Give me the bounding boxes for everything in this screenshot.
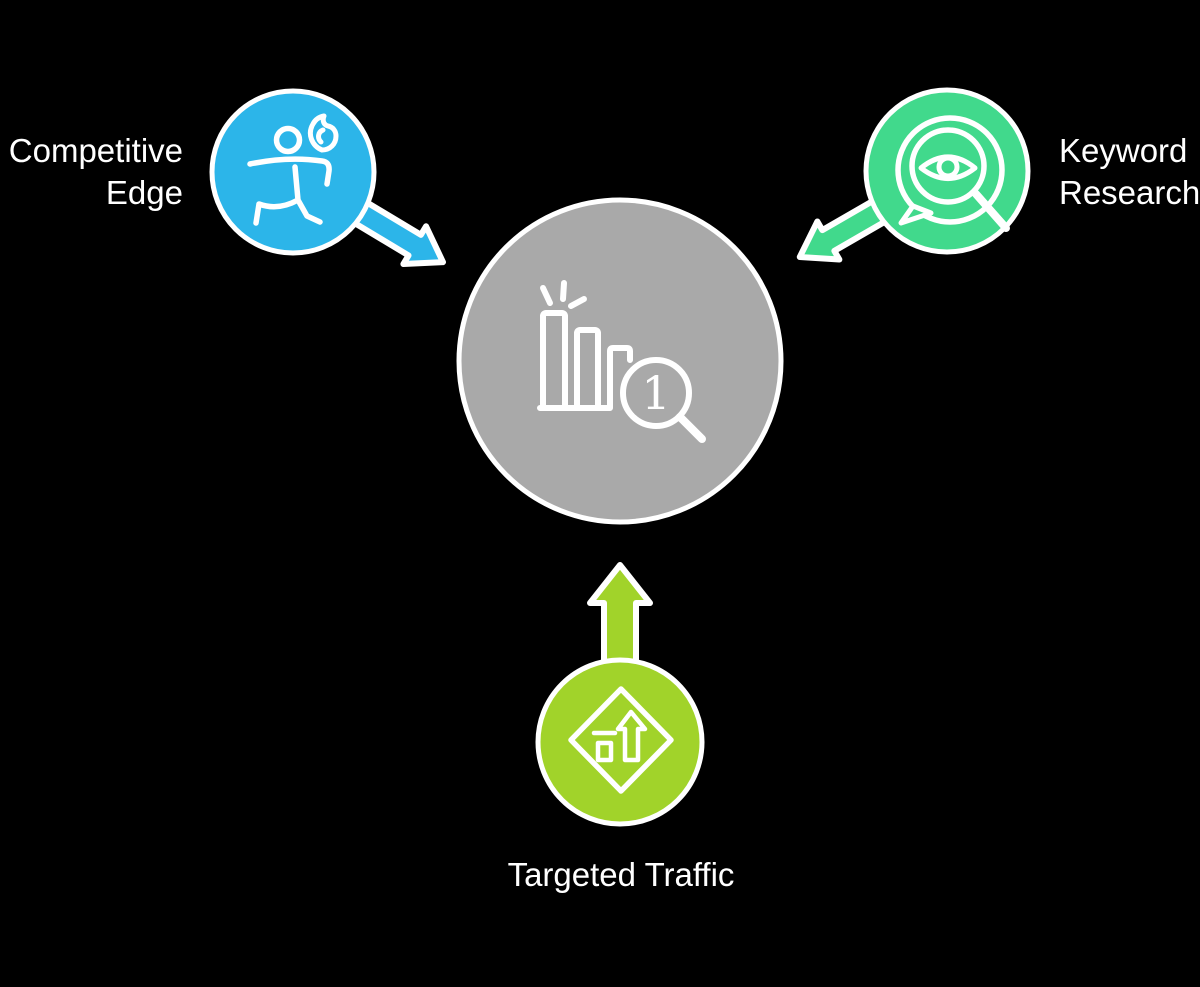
small-bar-icon — [595, 740, 614, 763]
node-targeted-traffic — [535, 657, 705, 827]
node-competitive-edge — [209, 88, 377, 256]
bar-chart-baseline — [537, 345, 633, 411]
rank-1-chart-icon: 1 — [537, 280, 706, 443]
competitive-edge-label-line2: Edge — [106, 174, 183, 211]
magnifier-handle-icon — [676, 413, 706, 443]
labels: Competitive Edge Keyword Research Target… — [9, 132, 1200, 893]
diamond-outline — [568, 686, 674, 794]
center-circle — [456, 197, 784, 525]
lens-circle-icon — [909, 127, 987, 205]
magnifier-lens-icon — [620, 357, 692, 429]
speech-bubble-icon — [895, 115, 1005, 225]
targeted-traffic-circle — [535, 657, 705, 827]
up-arrow-icon — [615, 709, 648, 763]
eye-pupil — [936, 155, 960, 179]
node-center: 1 — [456, 197, 784, 525]
targeted-traffic-label: Targeted Traffic — [508, 856, 735, 893]
competitive-edge-label-line1: Competitive — [9, 132, 183, 169]
speech-bubble-tail — [898, 203, 934, 226]
keyword-research-label-line2: Research — [1059, 174, 1200, 211]
magnifier-handle-icon — [972, 190, 1010, 232]
eye-magnifier-speech-bubble-icon — [895, 115, 1010, 232]
flame-icon — [307, 113, 339, 153]
hurdler-body — [247, 156, 332, 226]
hurdler-athlete-icon — [247, 113, 339, 226]
hurdler-head — [273, 125, 303, 155]
sparkle-icon — [540, 280, 587, 309]
keyword-research-label-line1: Keyword — [1059, 132, 1187, 169]
eye-icon — [918, 154, 978, 181]
node-keyword-research — [863, 87, 1031, 255]
growth-arrow-diamond-icon — [568, 686, 674, 794]
rank-number: 1 — [641, 366, 670, 420]
